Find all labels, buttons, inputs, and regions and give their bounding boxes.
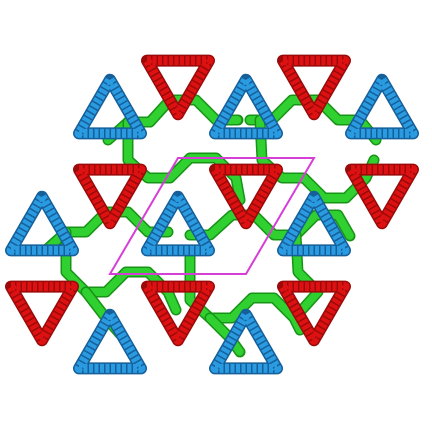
blue-triangle-6	[73, 308, 147, 375]
red-triangle-0	[141, 54, 215, 121]
blue-triangle-3	[5, 190, 79, 257]
red-triangle-4	[345, 163, 419, 230]
blue-triangle-4	[141, 190, 215, 257]
red-triangle-5	[5, 280, 79, 347]
unit-cell-layer	[108, 157, 316, 275]
blue-triangle-0	[73, 73, 147, 140]
blue-triangle-2	[345, 73, 419, 140]
blue-triangle-1	[209, 73, 283, 140]
blue-triangle-5	[277, 190, 351, 257]
red-triangle-2	[73, 163, 147, 230]
red-triangle-6	[141, 280, 215, 347]
red-triangle-1	[277, 54, 351, 121]
triangle-layer	[5, 54, 419, 375]
unit-cell-rhombus	[108, 157, 316, 275]
red-triangle-7	[277, 280, 351, 347]
red-triangle-3	[209, 163, 283, 230]
blue-triangle-7	[209, 308, 283, 375]
